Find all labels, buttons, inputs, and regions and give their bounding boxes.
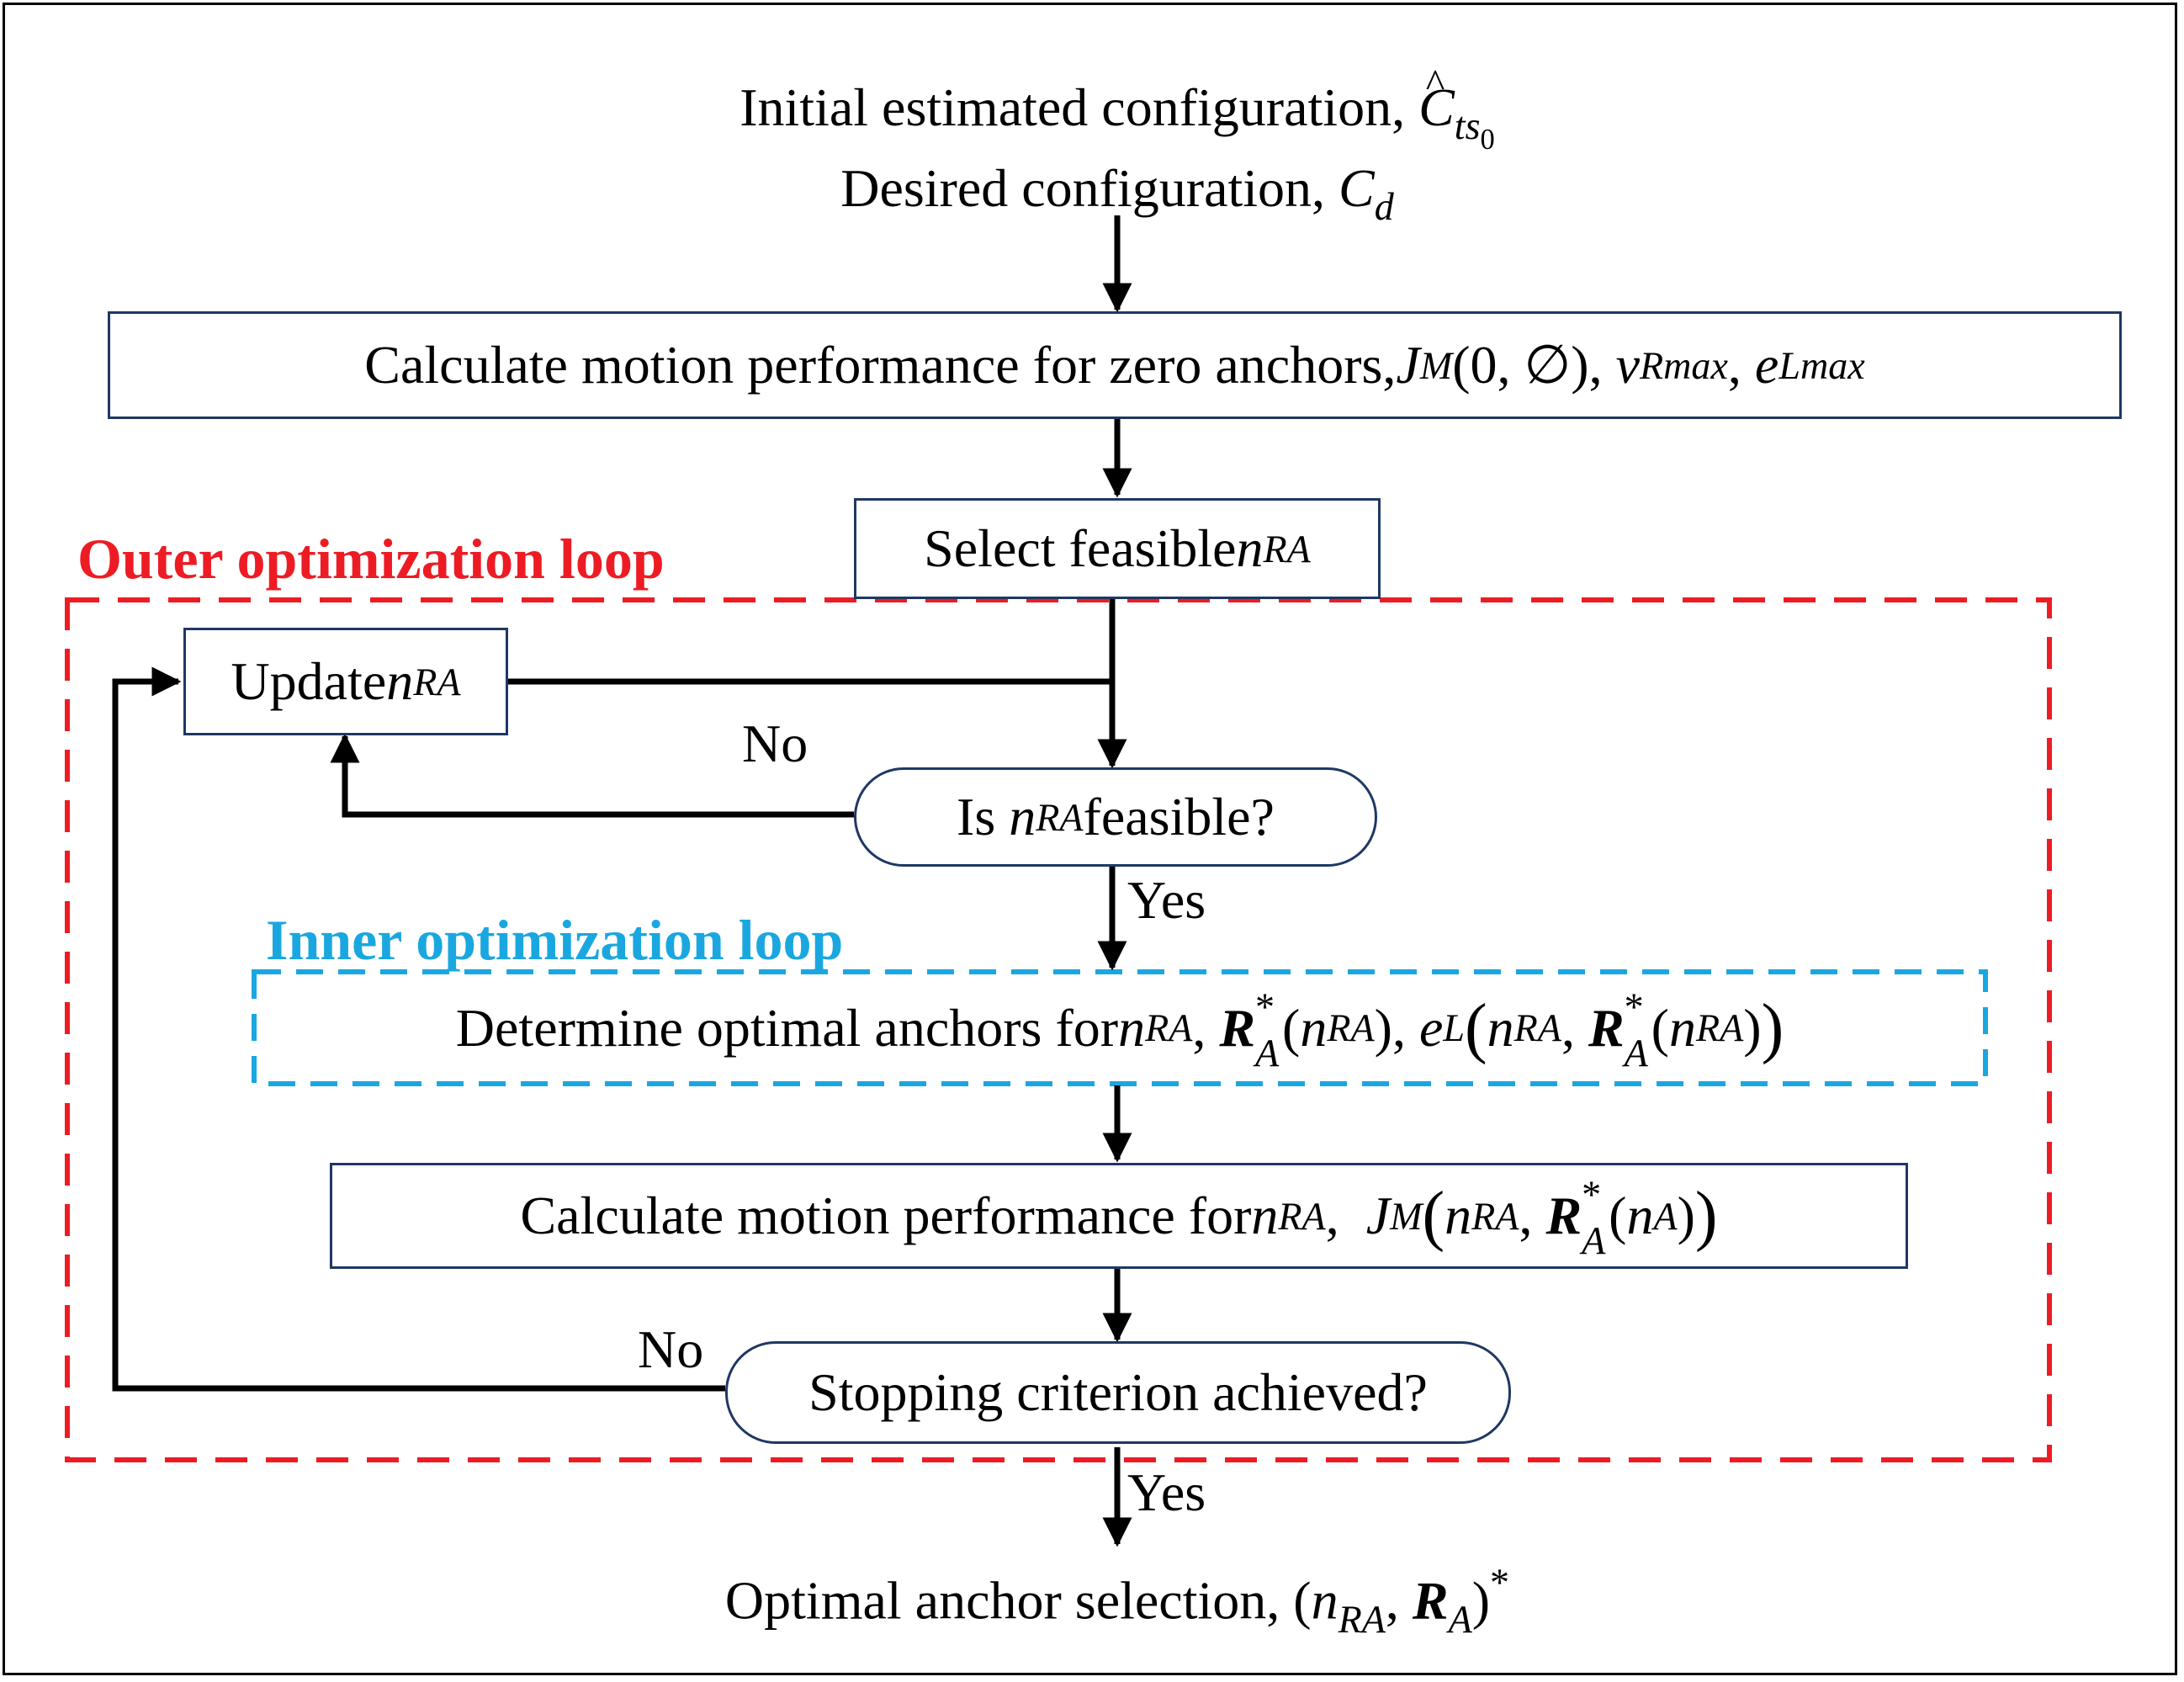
initial-configuration-symbol: C [1418, 64, 1455, 135]
stopping-decision-label: Stopping criterion achieved? [808, 1362, 1428, 1422]
optimal-anchor-selection-label: Optimal anchor selection, [724, 1570, 1294, 1631]
stopping-decision: Stopping criterion achieved? [725, 1341, 1511, 1444]
outer-loop-outline [65, 597, 2052, 1462]
initial-configuration-label: Initial estimated configuration, [739, 77, 1419, 137]
determine-optimal-anchors-label: Determine optimal anchors for [455, 997, 1119, 1058]
yes-label-stopping: Yes [1127, 1462, 1206, 1522]
update-label: Update [231, 651, 387, 711]
optimal-anchor-selection-text: Optimal anchor selection, (nRA, RA)* [724, 1561, 1510, 1641]
inner-loop-title: Inner optimization loop [266, 908, 844, 972]
outer-loop-title: Outer optimization loop [77, 527, 665, 591]
desired-configuration-label: Desired configuration, [840, 158, 1339, 218]
calc-performance-label: Calculate motion performance for [520, 1186, 1252, 1245]
calc-zero-anchors-label: Calculate motion performance for zero an… [364, 335, 1397, 395]
desired-configuration-symbol: C [1338, 158, 1375, 218]
inner-loop-outline [252, 969, 1988, 1086]
yes-label-feasible: Yes [1127, 870, 1206, 930]
calc-zero-anchors-box: Calculate motion performance for zero an… [108, 311, 2122, 419]
no-label-stopping: No [638, 1319, 704, 1379]
arrow-no-to-update [330, 733, 854, 818]
desired-configuration-text: Desired configuration, Cd [840, 158, 1394, 229]
figure-frame [3, 3, 2177, 1675]
initial-configuration-text: Initial estimated configuration, Cts0 [589, 64, 1646, 155]
no-label-feasible: No [742, 714, 808, 773]
select-feasible-label: Select feasible [924, 518, 1237, 578]
arrow-no-back-to-update [112, 666, 725, 1392]
